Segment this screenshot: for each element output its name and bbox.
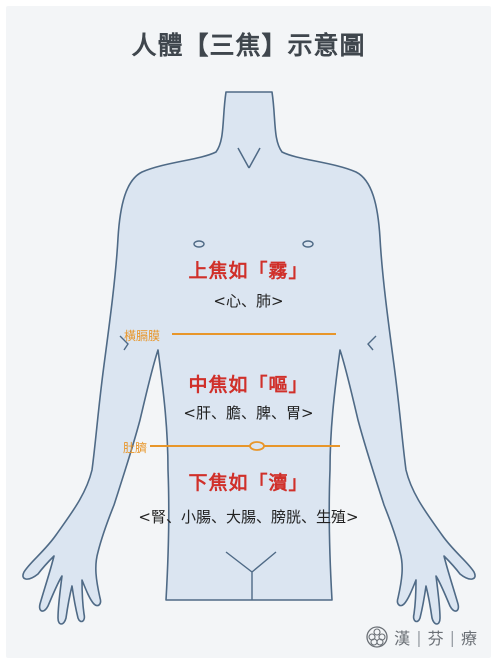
elbow-right — [367, 335, 377, 351]
brand-separator-2: | — [449, 627, 455, 647]
navel-label: 肚臍 — [123, 441, 148, 455]
nipple-left — [193, 240, 205, 248]
neck-line-left — [237, 147, 250, 169]
page-title: 人體【三焦】示意圖 — [131, 31, 366, 60]
elbow-left — [119, 335, 129, 351]
lower-jiao-title: 下焦如「瀆」 — [188, 472, 309, 494]
diaphragm-label: 橫膈膜 — [124, 329, 161, 343]
brand-logo-icon — [366, 626, 388, 648]
brand-separator-1: | — [416, 627, 422, 647]
brand-char-3: 療 — [460, 629, 477, 648]
nipple-right — [302, 240, 314, 248]
upper-jiao-title: 上焦如「霧」 — [188, 260, 309, 282]
middle-jiao-title: 中焦如「嘔」 — [188, 374, 309, 396]
lower-jiao-organs: <腎、小腸、大腸、膀胱、生殖> — [138, 508, 359, 526]
neck-line-right — [248, 147, 261, 169]
middle-jiao-organs: <肝、膽、脾、胃> — [183, 404, 314, 422]
upper-jiao-organs: <心、肺> — [213, 292, 284, 310]
body-silhouette — [22, 91, 476, 625]
navel-icon — [249, 441, 265, 451]
brand-mark: 漢 | 芬 | 療 — [366, 625, 477, 649]
groin-line — [225, 551, 277, 600]
brand-char-2: 芬 — [427, 629, 444, 648]
brand-char-1: 漢 — [394, 629, 411, 648]
